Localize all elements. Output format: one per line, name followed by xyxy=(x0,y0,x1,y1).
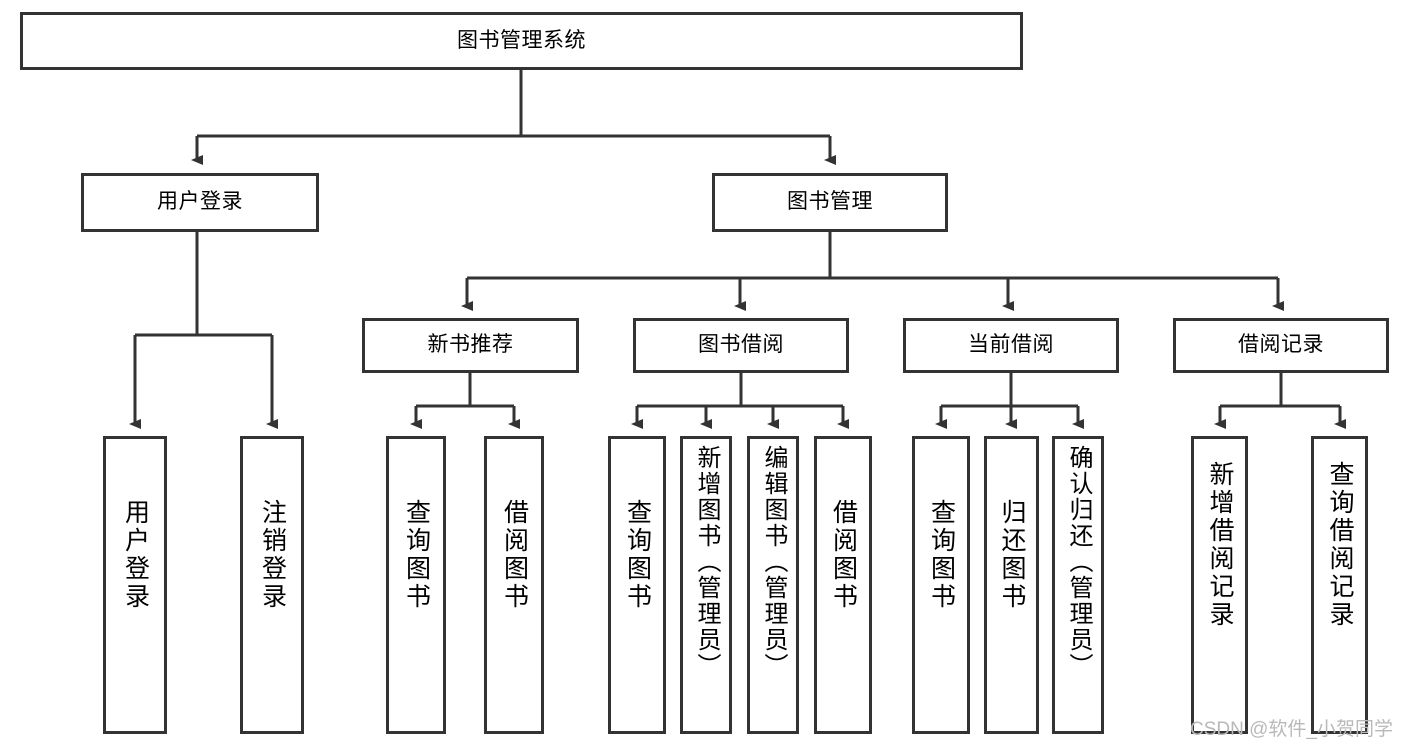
node-leaf-user-login[interactable]: 用户登录 xyxy=(103,436,167,734)
connector-root-to-level2 xyxy=(191,70,836,165)
node-leaf-user-logout[interactable]: 注销登录 xyxy=(240,436,304,734)
node-leaf-add-book-label: 新增图书（管理员） xyxy=(693,445,720,679)
node-leaf-query-book-borrow-label: 查询图书 xyxy=(623,499,652,611)
node-leaf-borrow-book-label: 借阅图书 xyxy=(829,499,858,611)
node-new-book-rec[interactable]: 新书推荐 xyxy=(362,318,579,373)
connector-bookborrow-to-leaves xyxy=(631,373,849,429)
csdn-watermark: CSDN @软件_小贺同学 xyxy=(1190,719,1393,740)
node-leaf-borrow-book-rec-label: 借阅图书 xyxy=(500,499,529,611)
node-leaf-confirm-return-label: 确认归还（管理员） xyxy=(1065,445,1092,679)
node-root[interactable]: 图书管理系统 xyxy=(20,12,1023,70)
connector-newbook-to-leaves xyxy=(410,373,520,429)
node-leaf-add-book[interactable]: 新增图书（管理员） xyxy=(680,436,732,734)
connector-bookmanage-to-level3 xyxy=(461,232,1284,311)
node-leaf-query-book-cur[interactable]: 查询图书 xyxy=(912,436,970,734)
connector-borrowrecord-to-leaves xyxy=(1214,373,1346,429)
node-leaf-return-book-label: 归还图书 xyxy=(998,499,1026,611)
connector-currentborrow-to-leaves xyxy=(935,373,1084,429)
node-leaf-query-book-rec-label: 查询图书 xyxy=(402,499,431,611)
node-current-borrow[interactable]: 当前借阅 xyxy=(903,318,1119,373)
connector-userlogin-to-leaves xyxy=(129,232,278,429)
node-leaf-return-book[interactable]: 归还图书 xyxy=(984,436,1039,734)
node-leaf-query-book-cur-label: 查询图书 xyxy=(927,499,956,611)
node-book-manage-label: 图书管理 xyxy=(787,190,873,214)
node-leaf-edit-book-label: 编辑图书（管理员） xyxy=(760,445,787,679)
node-user-login-label: 用户登录 xyxy=(157,190,243,214)
node-leaf-user-logout-label: 注销登录 xyxy=(258,499,287,611)
node-leaf-query-book-rec[interactable]: 查询图书 xyxy=(386,436,446,734)
node-leaf-edit-book[interactable]: 编辑图书（管理员） xyxy=(747,436,799,734)
node-leaf-query-record-label: 查询借阅记录 xyxy=(1326,461,1354,629)
node-user-login[interactable]: 用户登录 xyxy=(81,173,319,232)
node-leaf-borrow-book[interactable]: 借阅图书 xyxy=(814,436,872,734)
node-new-book-rec-label: 新书推荐 xyxy=(427,333,514,357)
node-leaf-borrow-book-rec[interactable]: 借阅图书 xyxy=(484,436,544,734)
node-leaf-add-record[interactable]: 新增借阅记录 xyxy=(1191,436,1248,734)
node-book-borrow[interactable]: 图书借阅 xyxy=(633,318,849,373)
node-leaf-confirm-return[interactable]: 确认归还（管理员） xyxy=(1052,436,1104,734)
node-leaf-query-record[interactable]: 查询借阅记录 xyxy=(1311,436,1368,734)
node-borrow-record[interactable]: 借阅记录 xyxy=(1173,318,1389,373)
node-leaf-user-login-label: 用户登录 xyxy=(121,499,150,611)
node-book-borrow-label: 图书借阅 xyxy=(698,333,784,357)
node-borrow-record-label: 借阅记录 xyxy=(1238,333,1324,357)
node-current-borrow-label: 当前借阅 xyxy=(968,333,1054,357)
node-leaf-query-book-borrow[interactable]: 查询图书 xyxy=(608,436,666,734)
node-leaf-add-record-label: 新增借阅记录 xyxy=(1206,461,1234,629)
node-root-label: 图书管理系统 xyxy=(457,28,586,52)
node-book-manage[interactable]: 图书管理 xyxy=(712,173,948,232)
